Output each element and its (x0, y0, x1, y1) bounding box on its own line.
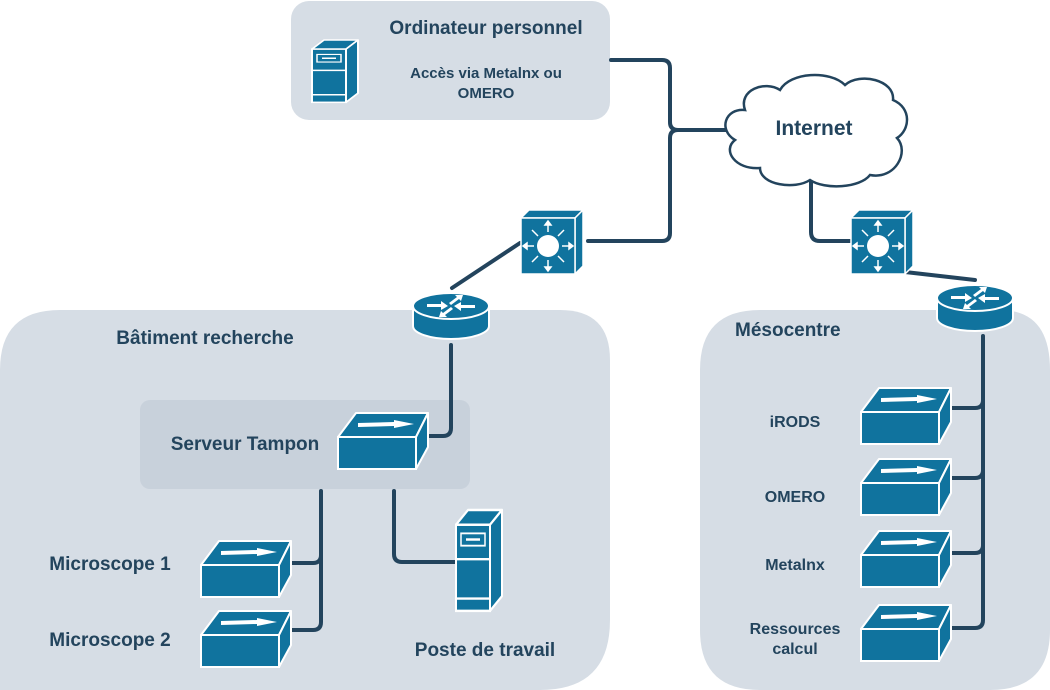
link-switch-internet (586, 128, 680, 243)
service-compute-label-2: calcul (772, 641, 818, 658)
left-building-title: Bâtiment recherche (116, 328, 294, 349)
link-pc-internet (609, 58, 730, 132)
left-router-icon (412, 292, 490, 340)
workstation-label: Poste de travail (414, 640, 556, 661)
links (288, 58, 985, 632)
pc-zone-subtitle-1: Accès via Metalnx ou (410, 65, 562, 82)
pc-workstation-icon (311, 39, 359, 104)
link-buffer-microscopes (288, 489, 323, 632)
link-internet-switch (809, 178, 852, 243)
mesocentre-title: Mésocentre (735, 320, 841, 341)
right-router-icon (936, 284, 1014, 332)
service-metalnx-label: Metalnx (765, 557, 825, 574)
cloud-icon (724, 73, 909, 188)
microscope-1-label: Microscope 1 (49, 554, 171, 575)
service-omero-label: OMERO (764, 489, 826, 506)
microscope-2-icon (200, 610, 292, 668)
service-omero-icon (860, 458, 952, 516)
service-compute-icon (860, 604, 952, 662)
internet-label: Internet (775, 117, 853, 140)
buffer-server-icon (337, 412, 429, 470)
microscope-2-label: Microscope 2 (49, 630, 171, 651)
link-router-services (948, 334, 985, 630)
pc-zone (291, 1, 610, 120)
link-router-buffer (426, 343, 453, 438)
service-metalnx-icon (860, 530, 952, 588)
left-layer3-switch-icon (520, 209, 584, 275)
link-buffer-workstation (392, 489, 458, 564)
service-compute-label-1: Ressources (749, 621, 841, 638)
pc-zone-title: Ordinateur personnel (389, 18, 583, 39)
microscope-1-icon (200, 540, 292, 598)
buffer-server-label: Serveur Tampon (170, 434, 320, 455)
right-layer3-switch-icon (850, 209, 914, 275)
link-switch-router (903, 270, 977, 282)
workstation-icon (454, 508, 504, 613)
service-irods-label: iRODS (769, 414, 821, 431)
link-router-switch (450, 241, 522, 290)
pc-zone-subtitle-2: OMERO (457, 85, 515, 102)
service-irods-icon (860, 387, 952, 445)
